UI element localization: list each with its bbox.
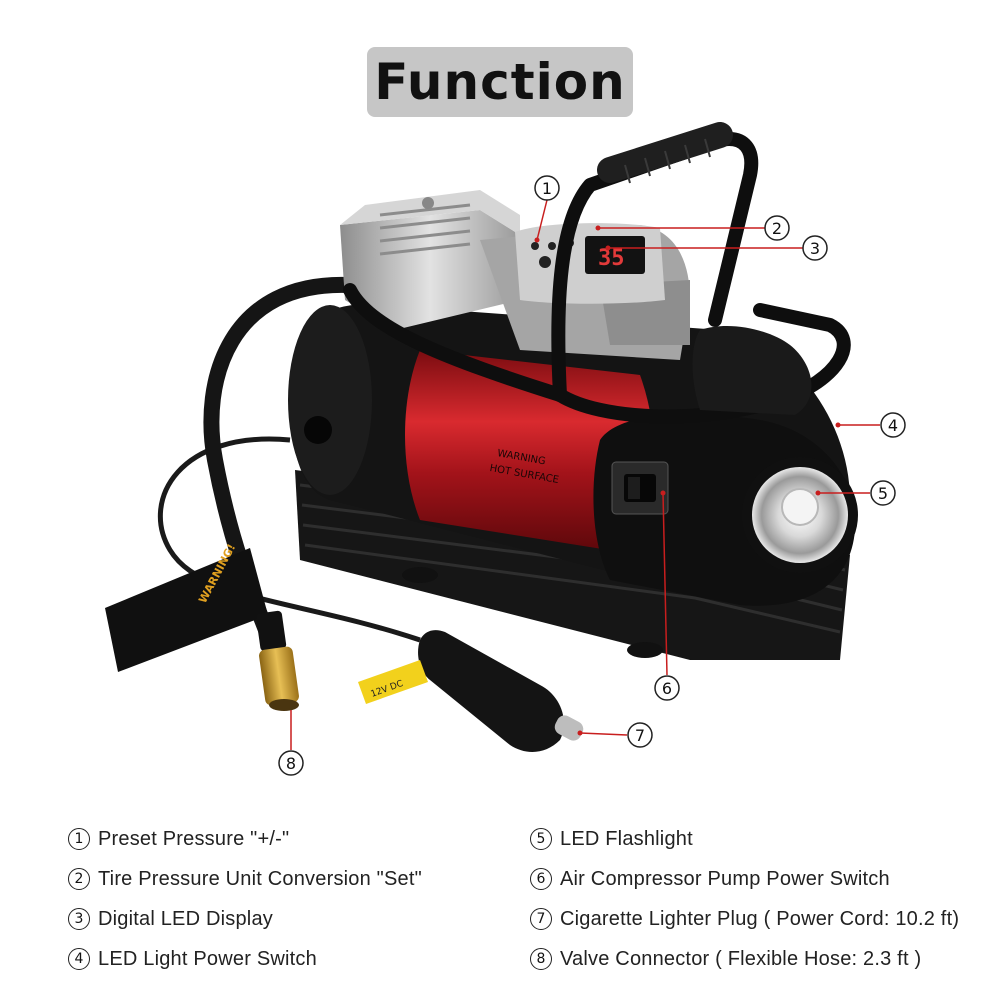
callout-marker-8: 8 — [278, 750, 304, 776]
legend-item-4: 4 LED Light Power Switch — [68, 944, 317, 974]
legend-item-2: 2 Tire Pressure Unit Conversion "Set" — [68, 864, 422, 894]
callout-marker-5: 5 — [870, 480, 896, 506]
callout-markers: 1 2 3 4 5 6 7 8 — [278, 175, 906, 776]
legend-number: 3 — [68, 908, 90, 930]
legend-number: 2 — [68, 868, 90, 890]
legend-number: 7 — [530, 908, 552, 930]
legend-label: Tire Pressure Unit Conversion "Set" — [98, 867, 422, 890]
legend-item-7: 7 Cigarette Lighter Plug ( Power Cord: 1… — [530, 904, 959, 934]
legend-item-8: 8 Valve Connector ( Flexible Hose: 2.3 f… — [530, 944, 921, 974]
callout-line-1 — [536, 199, 548, 241]
callout-marker-7: 7 — [627, 722, 653, 748]
hose-warning-tag: WARNING! — [105, 542, 268, 672]
cigarette-lighter-plug: 12V DC — [358, 630, 584, 752]
legend-number: 5 — [530, 828, 552, 850]
callout-marker-3: 3 — [802, 235, 828, 261]
svg-text:7: 7 — [635, 726, 645, 745]
legend-item-6: 6 Air Compressor Pump Power Switch — [530, 864, 890, 894]
callout-line-6 — [662, 492, 668, 676]
callout-marker-4: 4 — [880, 412, 906, 438]
svg-text:3: 3 — [810, 239, 820, 258]
light-switch-housing — [692, 325, 812, 415]
title-banner: Function — [367, 47, 633, 117]
display-readout: 35 — [598, 246, 625, 271]
legend-item-3: 3 Digital LED Display — [68, 904, 273, 934]
svg-text:1: 1 — [542, 179, 552, 198]
svg-text:2: 2 — [772, 219, 782, 238]
svg-text:8: 8 — [286, 754, 296, 773]
page-title: Function — [374, 53, 626, 111]
svg-text:5: 5 — [878, 484, 888, 503]
callout-marker-2: 2 — [764, 215, 790, 241]
legend-label: Valve Connector ( Flexible Hose: 2.3 ft … — [560, 947, 922, 970]
legend-item-5: 5 LED Flashlight — [530, 824, 693, 854]
legend-label: Air Compressor Pump Power Switch — [560, 867, 890, 890]
led-flashlight — [742, 457, 858, 573]
pump-power-switch — [611, 461, 669, 515]
svg-text:4: 4 — [888, 416, 898, 435]
left-end-cap — [288, 305, 372, 495]
legend-number: 4 — [68, 948, 90, 970]
legend-item-1: 1 Preset Pressure "+/-" — [68, 824, 289, 854]
legend-number: 8 — [530, 948, 552, 970]
legend-label: LED Flashlight — [560, 827, 693, 850]
power-cord — [158, 436, 421, 643]
legend-label: LED Light Power Switch — [98, 947, 317, 970]
feature-legend: 1 Preset Pressure "+/-" 2 Tire Pressure … — [0, 818, 1000, 988]
compressor-diagram: WARNING! WARNING HOT SURFACE — [105, 122, 906, 776]
valve-connector — [256, 610, 299, 711]
callout-marker-1: 1 — [534, 175, 560, 201]
legend-label: Digital LED Display — [98, 907, 273, 930]
legend-number: 1 — [68, 828, 90, 850]
legend-label: Cigarette Lighter Plug ( Power Cord: 10.… — [560, 907, 960, 930]
legend-number: 6 — [530, 868, 552, 890]
callout-line-7 — [579, 732, 628, 736]
digital-display-panel: 35 — [515, 223, 665, 304]
callout-lines — [290, 199, 880, 750]
callout-marker-6: 6 — [654, 675, 680, 701]
legend-label: Preset Pressure "+/-" — [98, 827, 290, 850]
svg-text:6: 6 — [662, 679, 672, 698]
